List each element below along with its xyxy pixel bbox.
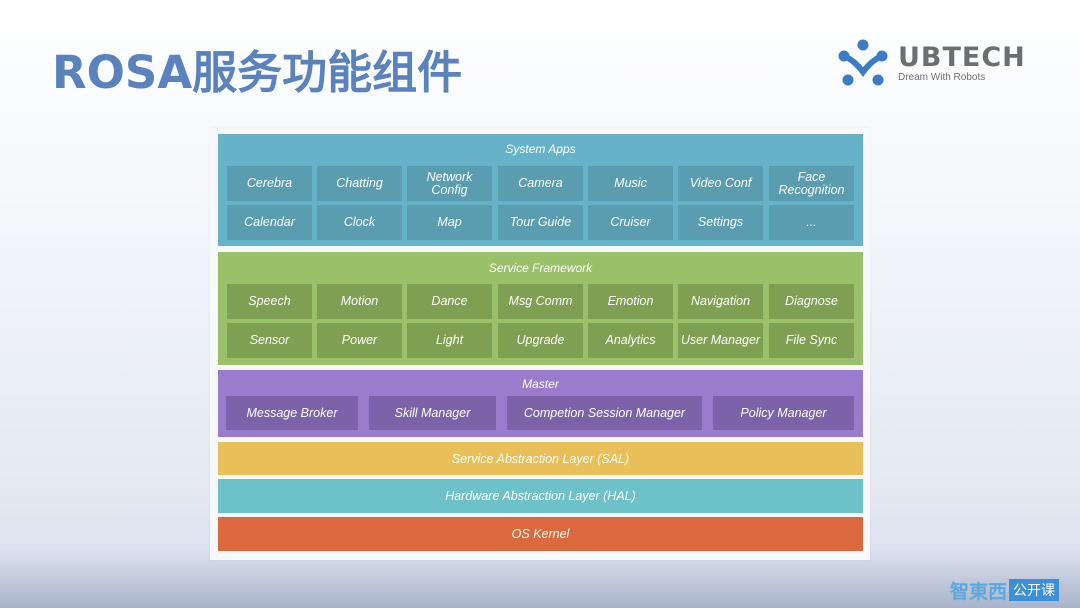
component-box: Map — [407, 205, 492, 240]
ubtech-logo-icon — [838, 39, 888, 86]
component-box: Calendar — [227, 205, 312, 240]
component-box: Sensor — [227, 323, 312, 358]
layer-title: Hardware Abstraction Layer (HAL) — [445, 489, 636, 503]
component-box: Dance — [407, 284, 492, 319]
component-box: User Manager — [678, 323, 763, 358]
component-box: Camera — [498, 166, 583, 201]
component-box: Face Recognition — [769, 166, 854, 201]
component-box: Tour Guide — [498, 205, 583, 240]
ubtech-logo: UBTECH Dream With Robots — [838, 38, 1048, 88]
component-box: Power — [317, 323, 402, 358]
watermark-brand: 智東西 — [950, 580, 1008, 603]
component-box: Msg Comm — [498, 284, 583, 319]
component-box: Clock — [317, 205, 402, 240]
component-box: Network Config — [407, 166, 492, 201]
component-box: Settings — [678, 205, 763, 240]
component-box: Motion — [317, 284, 402, 319]
component-box: Policy Manager — [713, 396, 854, 430]
layer-title: Service Framework — [488, 261, 593, 275]
component-box: Cruiser — [588, 205, 673, 240]
component-box: Navigation — [678, 284, 763, 319]
component-box: Cerebra — [227, 166, 312, 201]
component-box: File Sync — [769, 323, 854, 358]
layer-title: Master — [522, 377, 559, 391]
component-box: Video Conf — [678, 166, 763, 201]
component-box: Competion Session Manager — [507, 396, 702, 430]
logo-name: UBTECH — [898, 42, 1026, 73]
layer-master: Master Message Broker Skill Manager Comp… — [218, 370, 863, 437]
layer-title: System Apps — [505, 142, 576, 156]
component-box: Music — [588, 166, 673, 201]
layer-hal: Hardware Abstraction Layer (HAL) — [218, 479, 863, 513]
component-box: Diagnose — [769, 284, 854, 319]
component-box: Analytics — [588, 323, 673, 358]
layer-os-kernel: OS Kernel — [218, 517, 863, 551]
component-box: Upgrade — [498, 323, 583, 358]
slide-title: ROSA服务功能组件 — [52, 46, 463, 99]
layer-title: OS Kernel — [511, 527, 570, 541]
watermark-tag: 公开课 — [1009, 579, 1060, 601]
component-box: Chatting — [317, 166, 402, 201]
component-box: ... — [769, 205, 854, 240]
zhidongxi-watermark: 智東西 公开课 — [950, 578, 1060, 603]
component-box: Speech — [227, 284, 312, 319]
layer-title: Service Abstraction Layer (SAL) — [451, 451, 630, 466]
logo-tagline: Dream With Robots — [898, 72, 986, 83]
component-box: Message Broker — [226, 396, 358, 430]
component-box: Skill Manager — [369, 396, 496, 430]
layer-sal: Service Abstraction Layer (SAL) — [218, 442, 863, 475]
component-box: Light — [407, 323, 492, 358]
component-box: Emotion — [588, 284, 673, 319]
